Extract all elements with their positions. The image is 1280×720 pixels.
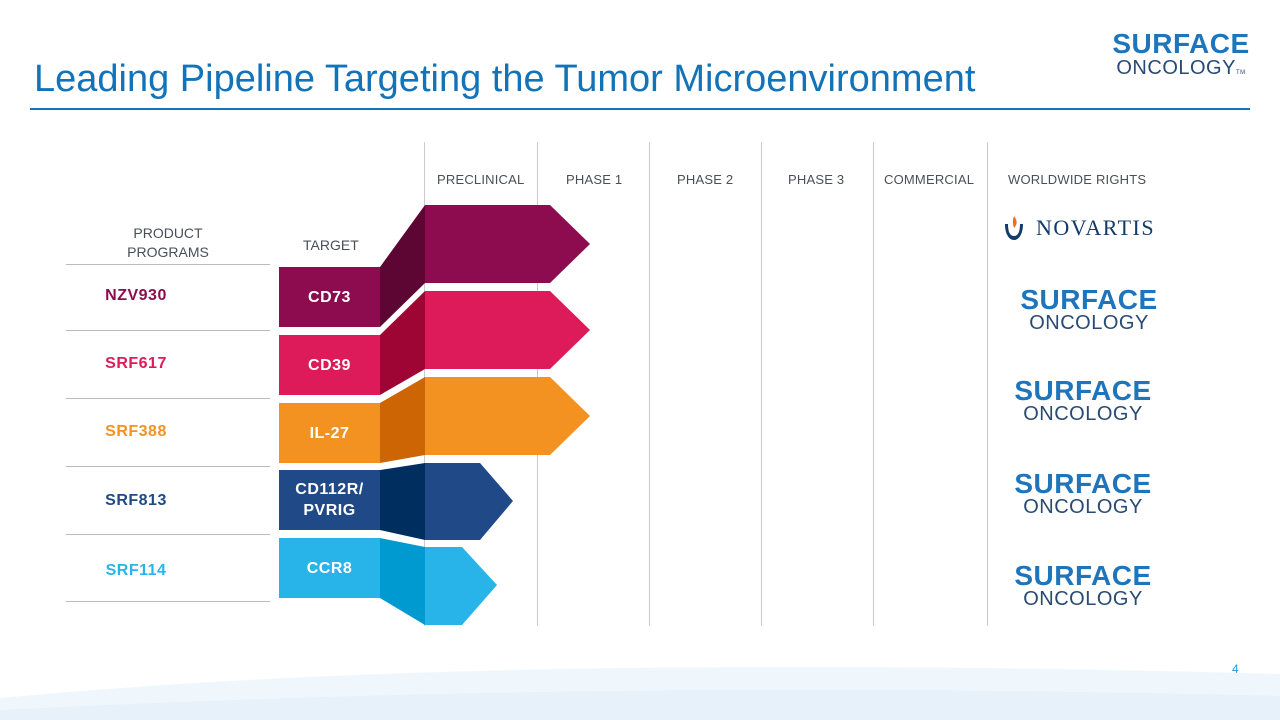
progress-arrow-nzv930 [425, 205, 590, 283]
rights-logo-srf388: SURFACE ONCOLOGY [1008, 375, 1158, 425]
header-worldwide-rights: WORLDWIDE RIGHTS [1008, 172, 1147, 187]
footer-wave [0, 666, 1280, 720]
column-divider [873, 142, 874, 626]
logo-line2-text: ONCOLOGY [1116, 57, 1236, 79]
novartis-flame-icon [1005, 216, 1023, 240]
progress-arrow-srf388 [425, 377, 590, 455]
rights-logo-srf813: SURFACE ONCOLOGY [1008, 468, 1158, 518]
page-title: Leading Pipeline Targeting the Tumor Mic… [34, 58, 976, 100]
header-product-programs: PRODUCT PROGRAMS [127, 225, 209, 260]
program-nzv930: NZV930 [105, 287, 167, 304]
connector-srf813 [380, 463, 425, 540]
progress-arrow-srf813 [425, 463, 513, 540]
row-separator [66, 601, 270, 602]
column-divider [537, 142, 538, 626]
rights-logo-line1: SURFACE [1014, 375, 1152, 406]
row-separator [66, 466, 270, 467]
column-divider [761, 142, 762, 626]
logo-line1: SURFACE [1112, 28, 1250, 59]
target-ccr8: CCR8 [279, 538, 380, 598]
header-phase-2: PHASE 2 [677, 172, 734, 187]
novartis-logo: NOVARTIS [1002, 214, 1155, 242]
row-separator [66, 534, 270, 535]
title-rule [30, 108, 1250, 110]
program-srf813: SRF813 [105, 492, 167, 509]
row-separator [66, 264, 270, 265]
target-il27: IL-27 [279, 403, 380, 463]
surface-oncology-logo: SURFACE ONCOLOGYTM [1110, 30, 1252, 83]
program-srf114: SRF114 [105, 562, 167, 579]
connector-nzv930 [380, 205, 425, 327]
rights-logo-line2: ONCOLOGY [1023, 588, 1143, 610]
logo-trademark: TM [1235, 70, 1246, 76]
rights-logo-line1: SURFACE [1014, 560, 1152, 591]
progress-arrow-srf617 [425, 291, 590, 369]
progress-arrow-srf114 [425, 547, 497, 625]
header-phase-3: PHASE 3 [788, 172, 845, 187]
header-commercial: COMMERCIAL [884, 172, 975, 187]
column-divider [424, 142, 425, 626]
header-phase-1: PHASE 1 [566, 172, 623, 187]
program-srf617: SRF617 [105, 355, 167, 372]
header-target: TARGET [303, 237, 359, 253]
connector-srf388 [380, 377, 425, 463]
page-number: 4 [1232, 662, 1239, 676]
connector-srf114 [380, 538, 425, 625]
rights-logo-line2: ONCOLOGY [1023, 403, 1143, 425]
rights-logo-line2: ONCOLOGY [1023, 496, 1143, 518]
header-preclinical: PRECLINICAL [437, 172, 525, 187]
program-srf388: SRF388 [105, 423, 167, 440]
novartis-wordmark: NOVARTIS [1036, 215, 1156, 240]
rights-logo-srf617: SURFACE ONCOLOGY [1014, 284, 1164, 334]
row-separator [66, 330, 270, 331]
target-cd112r-pvrig: CD112R/ PVRIG [279, 470, 380, 530]
target-cd73: CD73 [279, 267, 380, 327]
row-separator [66, 398, 270, 399]
connector-srf617 [380, 291, 425, 395]
rights-logo-line1: SURFACE [1020, 284, 1158, 315]
target-cd39: CD39 [279, 335, 380, 395]
rights-logo-line2: ONCOLOGY [1029, 312, 1149, 334]
column-divider [649, 142, 650, 626]
rights-logo-srf114: SURFACE ONCOLOGY [1008, 560, 1158, 610]
column-divider [987, 142, 988, 626]
logo-line2: ONCOLOGYTM [1110, 58, 1252, 83]
rights-logo-line1: SURFACE [1014, 468, 1152, 499]
